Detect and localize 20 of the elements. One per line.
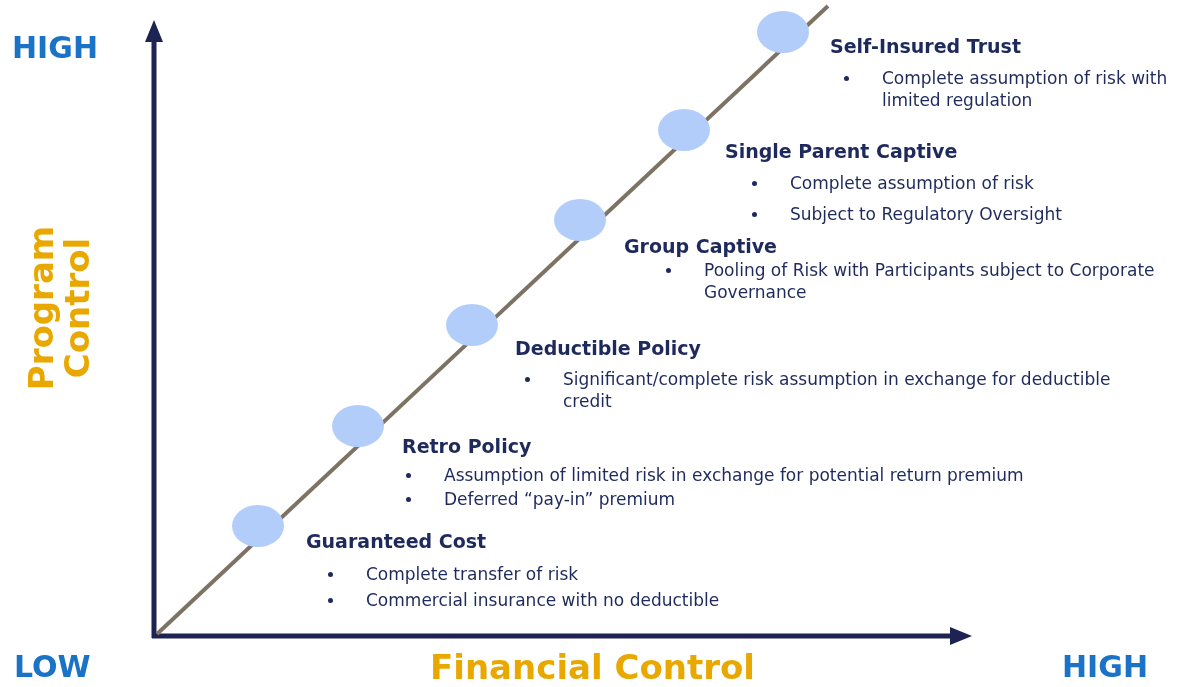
tier-heading: Group Captive <box>624 234 777 259</box>
bullet-point: Commercial insurance with no deductible <box>326 589 720 612</box>
tier-heading: Retro Policy <box>402 434 532 459</box>
bullet-point: Subject to Regulatory Oversight <box>750 203 1062 226</box>
bullet-point: Complete transfer of risk <box>326 563 579 586</box>
axis-title: Financial Control <box>430 650 756 686</box>
axis-level-label: HIGH <box>12 33 98 63</box>
axis-level-label: HIGH <box>1062 652 1148 682</box>
bullet-point: Assumption of limited risk in exchange for potential return premium <box>404 464 1024 487</box>
axis-title: Program Control <box>24 224 96 393</box>
tier-heading: Self-Insured Trust <box>830 34 1021 59</box>
bullet-point: Complete assumption of risk with limited regulation <box>842 67 1182 112</box>
bullet-point: Complete assumption of risk <box>750 172 1034 195</box>
axis-level-label: LOW <box>14 652 91 682</box>
tier-heading: Guaranteed Cost <box>306 529 487 554</box>
bullet-point: Deferred “pay-in” premium <box>404 488 676 511</box>
tier-heading: Single Parent Captive <box>725 139 958 164</box>
tier-heading: Deductible Policy <box>515 336 701 361</box>
bullet-point: Significant/complete risk assumption in exchange for deductible credit <box>523 368 1143 413</box>
bullet-point: Pooling of Risk with Participants subject to Corporate Governance <box>664 259 1174 304</box>
